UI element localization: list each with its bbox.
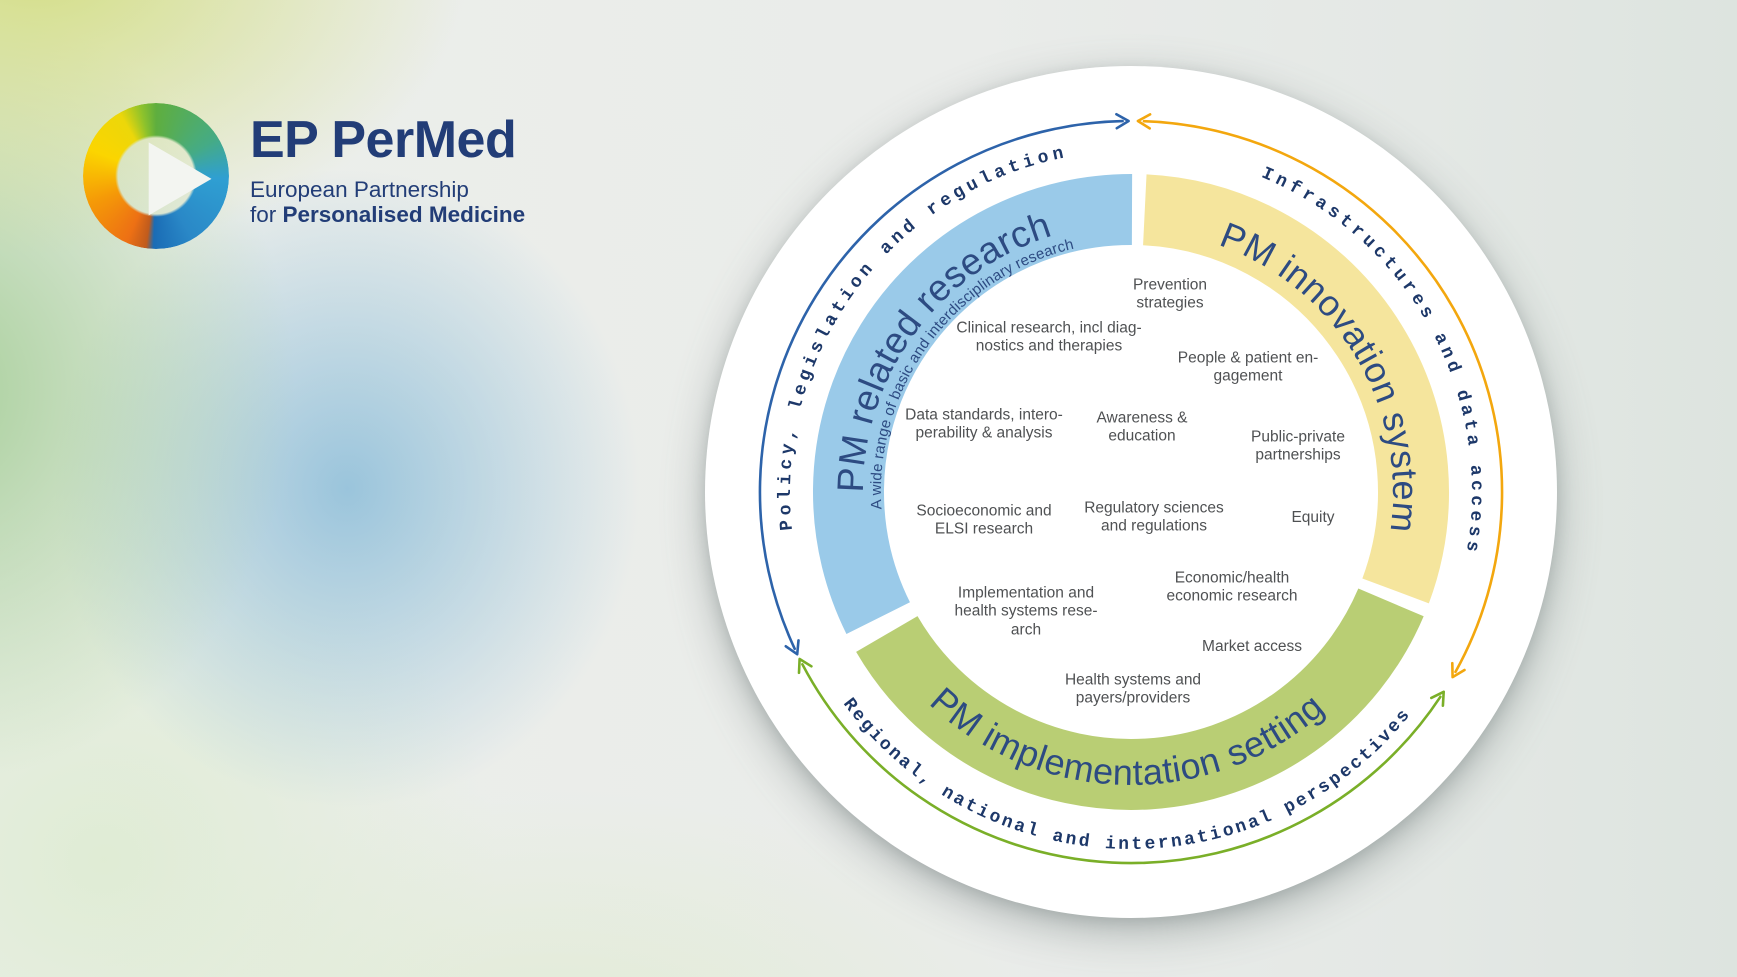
infrastructures-arc-arrowhead-bottom [1451,661,1466,679]
item-regulatory-sciences: Regulatory sciences and regulations [1084,499,1224,535]
regional-arc-arrowhead-right [1430,690,1445,707]
item-socioeconomic-elsi-research: Socioeconomic and ELSI research [916,502,1052,538]
segment-pm-innovation-system [1142,174,1449,604]
policy-arc-arrowhead-bottom [784,639,800,656]
policy-arc [758,119,1124,651]
segment-pm-related-research [813,173,1133,634]
item-public-private-partnerships: Public-private partnerships [1251,428,1345,464]
infrastructures-arc [1142,119,1504,674]
item-health-systems-payers: Health systems and payers/providers [1064,671,1202,707]
regional-arc [801,663,1442,865]
pm-framework-diagram: Policy, legislation and regulation Infra… [758,112,1504,865]
regional-arc-arrowhead-left [797,657,813,675]
logo-subtitle: European Partnership for Personalised Me… [250,177,525,227]
item-awareness-education: Awareness & education [1096,409,1188,445]
item-people-patient-engagement: People & patient en- gagement [1177,349,1319,385]
policy-arc-arrowhead-top [1115,112,1130,130]
logo-subtitle-line2-bold: Personalised Medicine [282,201,526,227]
item-prevention-strategies: Prevention strategies [1132,276,1208,312]
logo-subtitle-line2-prefix: for [250,201,283,227]
item-market-access: Market access [1202,637,1302,655]
logo-text-block: EP PerMed European Partnership for Perso… [250,113,525,227]
item-equity: Equity [1291,508,1335,526]
item-economic-health-research: Economic/health economic research [1166,569,1298,605]
item-clinical-research: Clinical research, incl diag- nostics an… [956,319,1142,355]
item-implementation-health-systems: Implementation and health systems rese- … [954,584,1098,639]
infrastructures-arc-arrowhead-top [1136,113,1152,130]
logo-subtitle-line1: European Partnership [250,176,469,202]
segment-pm-implementation-setting [856,588,1424,810]
item-data-standards: Data standards, intero- perability & ana… [905,406,1063,442]
logo-title: EP PerMed [250,111,517,169]
